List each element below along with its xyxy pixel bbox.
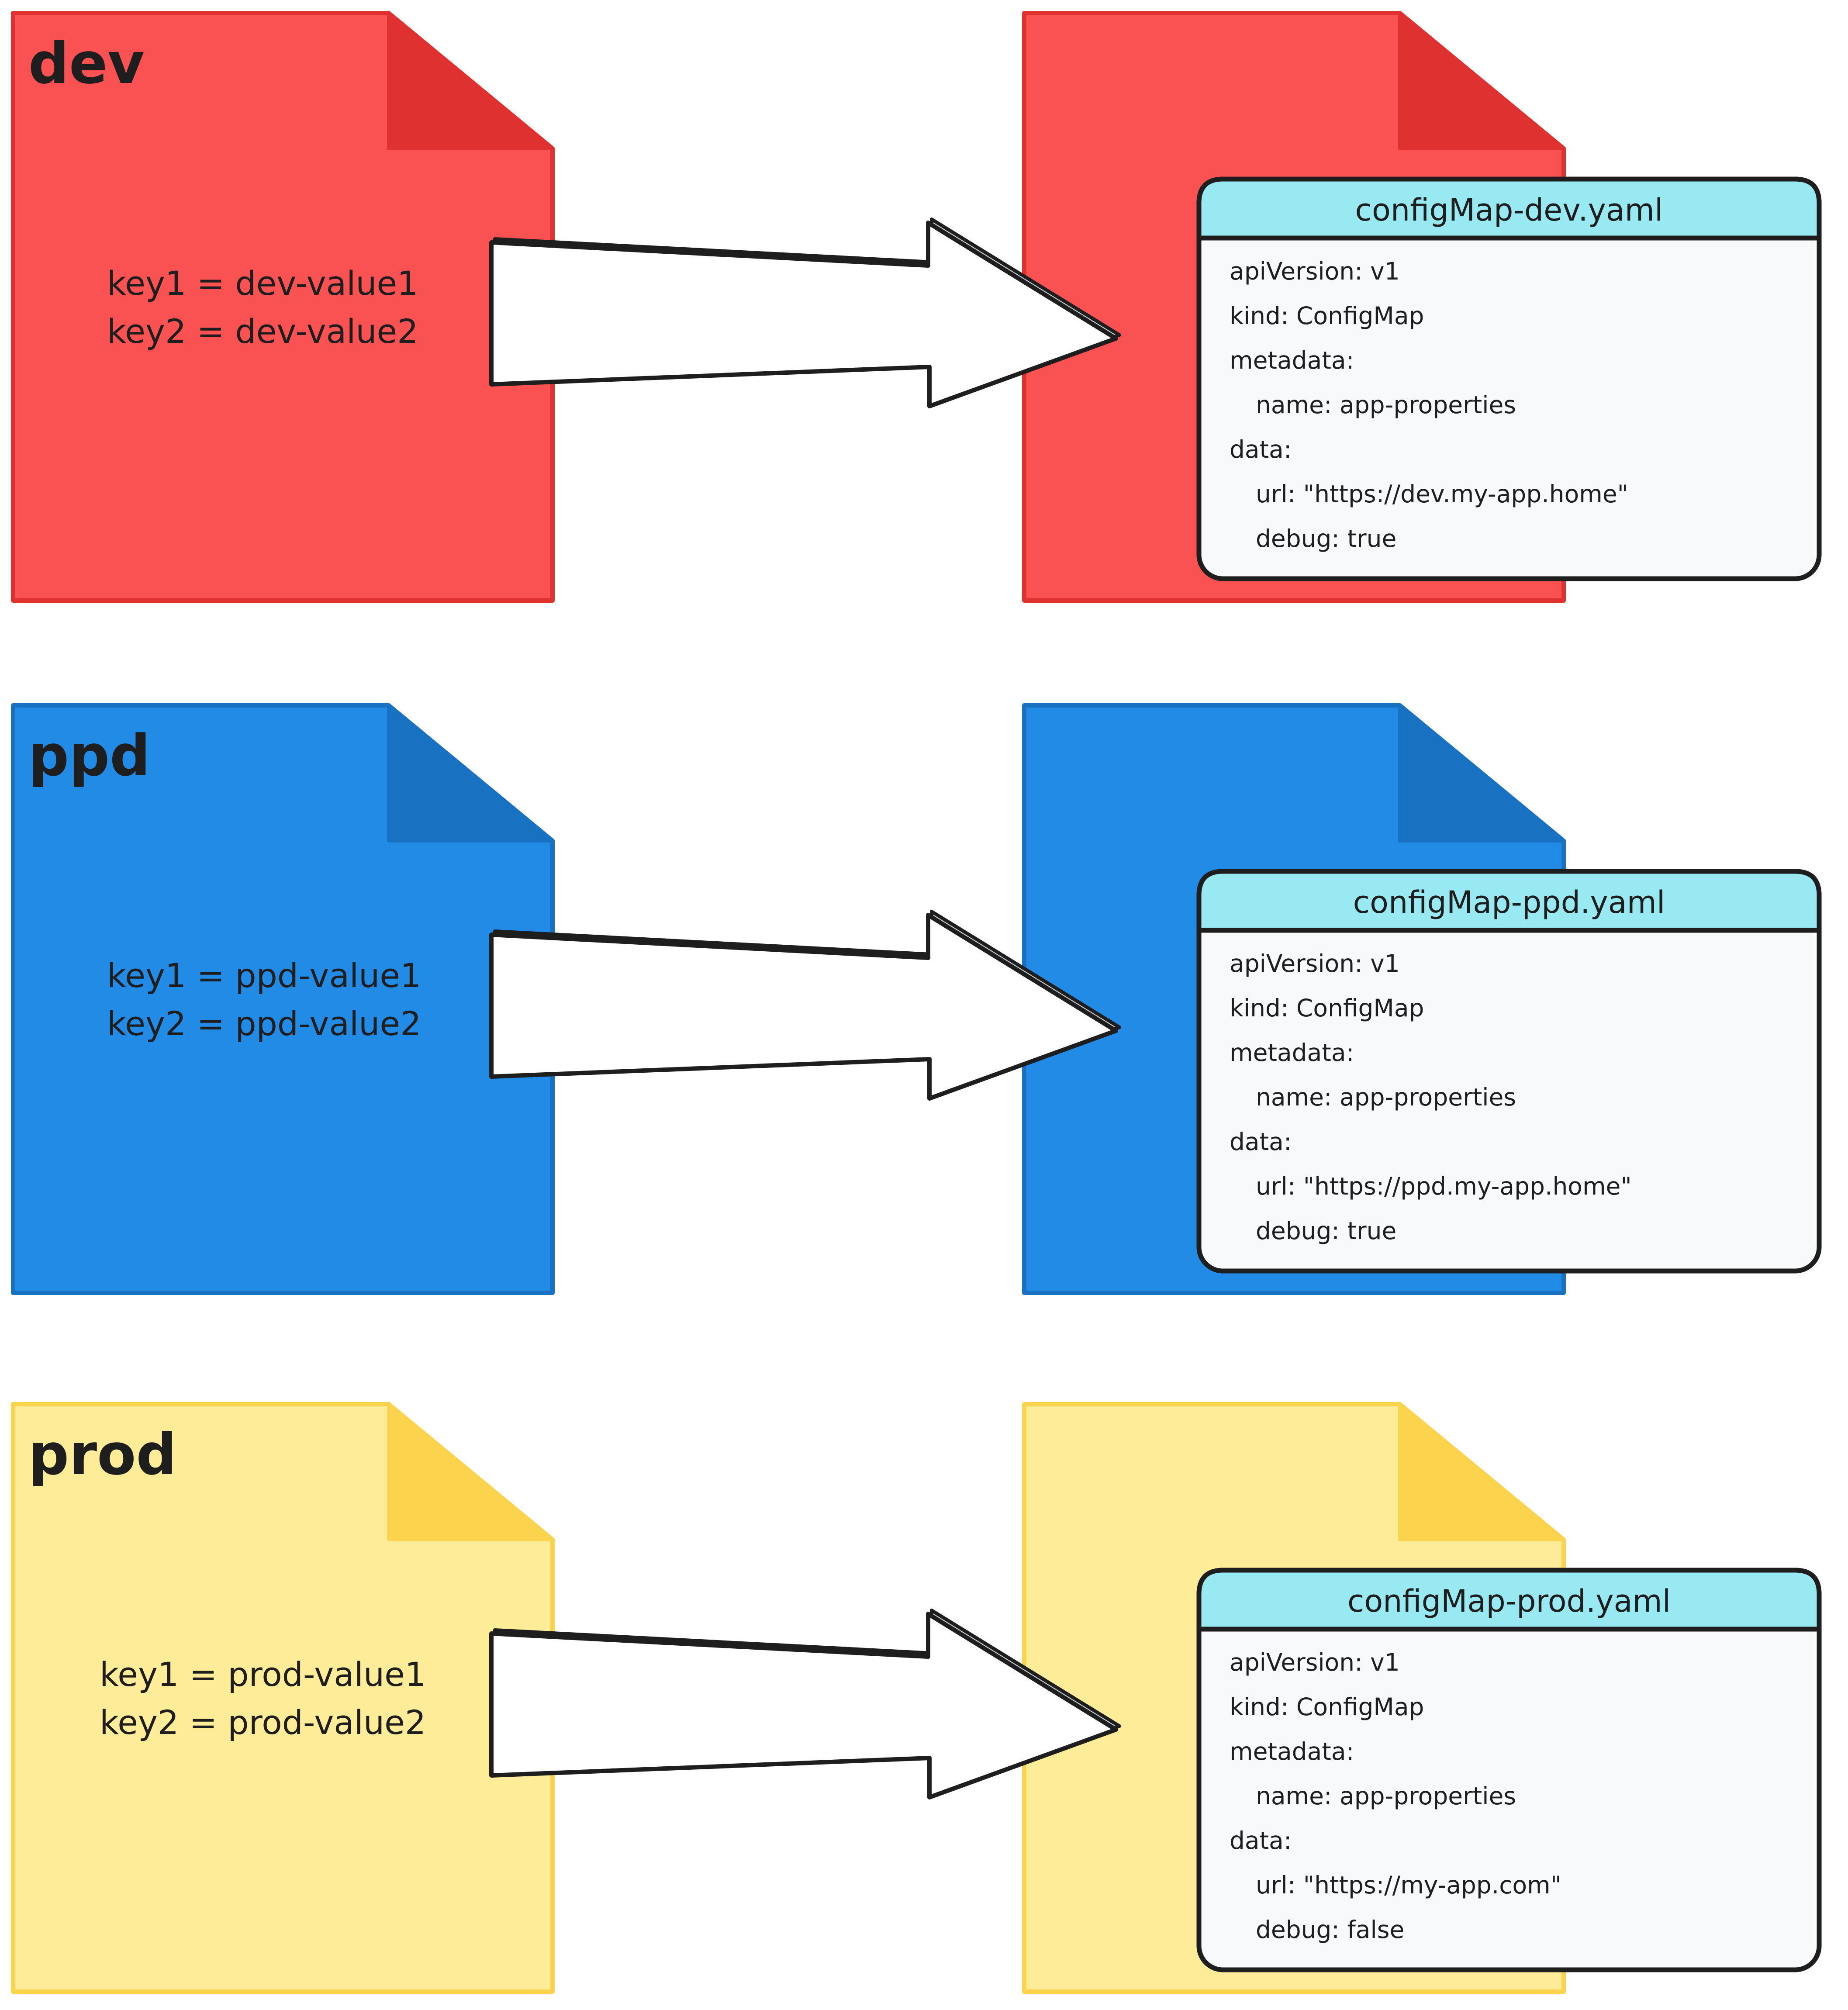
yaml-line: url: "https://ppd.my-app.home" — [1256, 1172, 1632, 1200]
yaml-line: apiVersion: v1 — [1230, 257, 1400, 285]
yaml-line: data: — [1230, 1128, 1292, 1156]
configmap-card-header — [1196, 869, 1822, 933]
yaml-line: data: — [1230, 1827, 1292, 1855]
transform-arrow — [489, 218, 1121, 408]
yaml-line: debug: true — [1256, 1217, 1396, 1245]
source-document: ppd key1 = ppd-value1 key2 = ppd-value2 — [11, 703, 555, 1295]
configmap-filename: configMap-dev.yaml — [1355, 192, 1663, 228]
yaml-line: name: app-properties — [1256, 391, 1516, 419]
target-document-fold — [1398, 704, 1565, 843]
source-document-fold — [387, 1402, 554, 1541]
diagram-rows: dev key1 = dev-value1 key2 = dev-value2 con… — [11, 11, 1822, 1994]
yaml-line: debug: false — [1256, 1916, 1404, 1944]
env-row-dev: dev key1 = dev-value1 key2 = dev-value2 con… — [11, 11, 1822, 603]
configmap-card-header — [1196, 1568, 1822, 1632]
arrow-body — [489, 221, 1118, 408]
yaml-line: apiVersion: v1 — [1230, 1648, 1400, 1676]
arrow-body — [489, 1612, 1118, 1799]
env-label: prod — [28, 1421, 177, 1488]
property-line: key2 = dev-value2 — [107, 312, 418, 351]
yaml-line: metadata: — [1230, 1039, 1354, 1067]
yaml-line: data: — [1230, 435, 1292, 463]
env-label: ppd — [28, 722, 150, 789]
property-line: key1 = prod-value1 — [100, 1655, 426, 1694]
source-document-fold — [387, 11, 554, 150]
yaml-line: url: "https://my-app.com" — [1256, 1871, 1561, 1899]
configmap-card: configMap-prod.yaml apiVersion: v1 kind: C… — [1196, 1568, 1822, 1972]
env-label: dev — [28, 30, 145, 97]
configmap-card-header — [1196, 176, 1822, 241]
yaml-line: url: "https://dev.my-app.home" — [1256, 480, 1628, 508]
yaml-line: kind: ConfigMap — [1230, 302, 1424, 330]
property-line: key1 = ppd-value1 — [107, 956, 421, 995]
arrow-body — [489, 913, 1118, 1101]
source-document-fold — [387, 704, 554, 843]
yaml-line: apiVersion: v1 — [1230, 950, 1400, 977]
source-document: prod key1 = prod-value1 key2 = prod-value2 — [11, 1402, 555, 1994]
transform-arrow — [489, 1609, 1121, 1799]
yaml-line: kind: ConfigMap — [1230, 994, 1424, 1022]
yaml-line: metadata: — [1230, 346, 1354, 374]
target-document-fold — [1398, 1402, 1565, 1541]
configmap-filename: configMap-prod.yaml — [1347, 1583, 1671, 1619]
yaml-line: name: app-properties — [1256, 1782, 1516, 1810]
configmap-filename: configMap-ppd.yaml — [1353, 884, 1665, 920]
env-row-ppd: ppd key1 = ppd-value1 key2 = ppd-value2 con… — [11, 703, 1822, 1295]
env-row-prod: prod key1 = prod-value1 key2 = prod-value2… — [11, 1402, 1822, 1994]
yaml-line: name: app-properties — [1256, 1083, 1516, 1111]
configmap-card: configMap-ppd.yaml apiVersion: v1 kind: Co… — [1196, 869, 1822, 1274]
yaml-line: debug: true — [1256, 525, 1396, 553]
configmap-card: configMap-dev.yaml apiVersion: v1 kind: Co… — [1196, 176, 1822, 581]
transform-arrow — [489, 910, 1121, 1101]
property-line: key2 = ppd-value2 — [107, 1004, 421, 1043]
yaml-line: metadata: — [1230, 1737, 1354, 1765]
property-line: key1 = dev-value1 — [107, 264, 418, 303]
target-document-fold — [1398, 11, 1565, 150]
source-document: dev key1 = dev-value1 key2 = dev-value2 — [11, 11, 555, 603]
yaml-line: kind: ConfigMap — [1230, 1693, 1424, 1721]
property-line: key2 = prod-value2 — [100, 1703, 426, 1742]
